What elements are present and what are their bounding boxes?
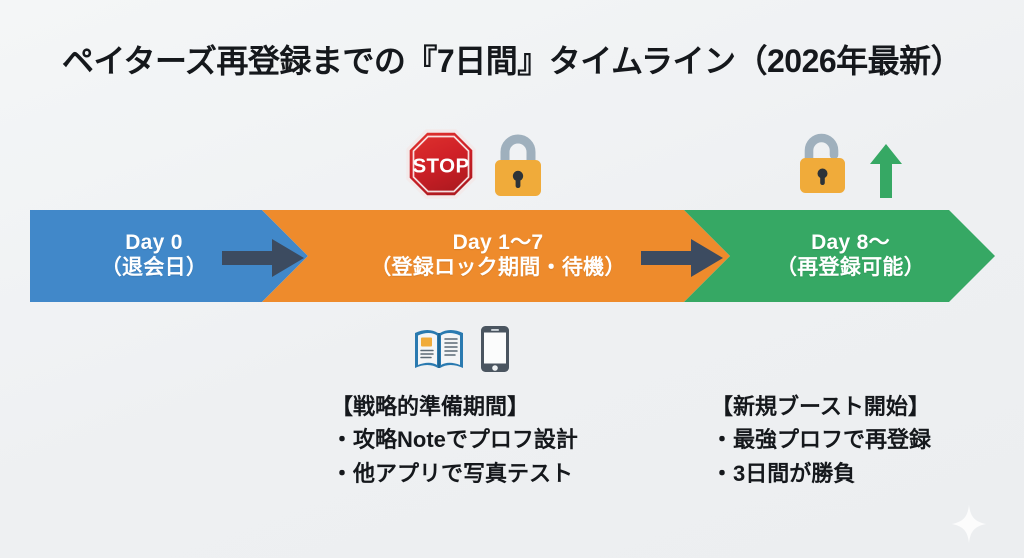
right-arrow-icon <box>222 239 304 277</box>
note-item: ・攻略Noteでプロフ設計 <box>331 427 578 453</box>
timeline-bar: Day 0 （退会日） Day 1〜7 （登録ロック期間・待機） Day 8〜 … <box>30 210 995 302</box>
preparation-note: 【戦略的準備期間】 ・攻略Noteでプロフ設計 ・他アプリで写真テスト <box>331 390 578 490</box>
right-arrow-icon <box>641 239 723 277</box>
closed-padlock-icon <box>495 134 541 196</box>
page-title: ペイターズ再登録までの『7日間』タイムライン（2026年最新） <box>61 43 963 79</box>
timeline-segment-day-1-7[interactable]: Day 1〜7 （登録ロック期間・待機） <box>262 210 730 302</box>
smartphone-icon <box>481 326 509 372</box>
preparation-icon-group <box>412 325 510 373</box>
timeline-segment-day-8-plus[interactable]: Day 8〜 （再登録可能） <box>684 210 995 302</box>
note-item: ・他アプリで写真テスト <box>331 460 574 486</box>
note-item: ・3日間が勝負 <box>711 460 856 486</box>
note-item: ・最強プロフで再登録 <box>711 427 932 453</box>
segment-label-primary: Day 1〜7 <box>452 231 544 255</box>
note-header: 【戦略的準備期間】 <box>331 394 530 419</box>
segment-label-secondary: （退会日） <box>100 256 208 279</box>
stop-sign-icon: STOP <box>406 129 476 199</box>
boost-note: 【新規ブースト開始】 ・最強プロフで再登録 ・3日間が勝負 <box>711 390 931 490</box>
segment-label-primary: Day 0 <box>125 231 183 255</box>
segment-label-secondary: （再登録可能） <box>775 256 926 279</box>
svg-text:STOP: STOP <box>412 155 469 178</box>
open-padlock-icon <box>800 133 845 193</box>
up-arrow-icon <box>870 144 902 198</box>
segment-label-primary: Day 8〜 <box>811 231 890 255</box>
sparkle-icon <box>952 505 986 543</box>
segment-label-secondary: （登録ロック期間・待機） <box>370 256 626 279</box>
lock-period-icon-group: STOP <box>405 128 547 202</box>
reopen-icon-group <box>795 130 903 200</box>
open-book-icon <box>415 330 463 368</box>
note-header: 【新規ブースト開始】 <box>711 394 930 419</box>
